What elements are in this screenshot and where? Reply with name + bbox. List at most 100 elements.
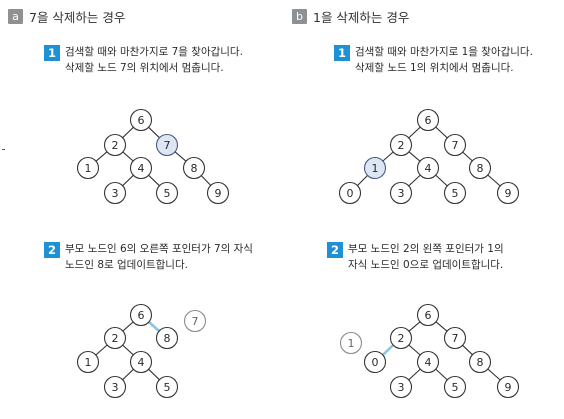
tree-node-b1-n5: 5	[443, 181, 467, 205]
section-b-title: 1을 삭제하는 경우	[313, 10, 410, 25]
edge-b2-n7-n8	[462, 344, 473, 356]
node-circle	[416, 108, 440, 132]
step-a2-line-1: 부모 노드인 6의 오른쪽 포인터가 7의 자식	[65, 243, 253, 255]
node-circle	[129, 156, 153, 180]
edge-b2-n2-n0	[381, 344, 395, 356]
edge-a2-n6-n2	[122, 321, 134, 332]
node-circle	[468, 350, 492, 374]
node-circle	[416, 156, 440, 180]
node-label: 1	[85, 162, 92, 175]
node-label: 4	[425, 162, 432, 175]
edge-b2-n2-n4	[408, 344, 421, 356]
section-a-badge: a	[8, 9, 23, 24]
node-circle	[389, 133, 413, 157]
tree-node-b2-n7: 7	[443, 326, 467, 350]
node-label: 4	[138, 356, 145, 369]
tree-node-b1-n0: 0	[338, 181, 362, 205]
tree-node-b1-n2: 2	[389, 133, 413, 157]
node-circle	[206, 181, 230, 205]
node-circle	[155, 326, 179, 350]
section-a-title: 7을 삭제하는 경우	[29, 10, 126, 25]
tree-node-b2-n3: 3	[389, 375, 413, 399]
node-circle	[182, 156, 206, 180]
node-label: 9	[505, 381, 512, 394]
node-circle	[155, 375, 179, 399]
node-circle	[338, 181, 362, 205]
step-b2-text: 부모 노드인 2의 왼쪽 포인터가 1의 자식 노드인 0으로 업데이트합니다.	[348, 241, 504, 273]
step-a2-text: 부모 노드인 6의 오른쪽 포인터가 7의 자식 노드인 8로 업데이트합니다.	[65, 241, 253, 273]
node-label: 5	[164, 187, 171, 200]
node-circle	[468, 156, 492, 180]
tree-node-b2-n8: 8	[468, 350, 492, 374]
node-label: 3	[112, 381, 119, 394]
node-circle	[129, 303, 153, 327]
tree-node-a2-n7: 7	[183, 309, 207, 333]
step-a2-number: 2	[44, 242, 60, 258]
node-circle	[363, 350, 387, 374]
tree-node-b1-n6: 6	[416, 108, 440, 132]
node-circle	[389, 375, 413, 399]
edge-b1-n2-n1	[382, 151, 394, 162]
tree-node-b1-n3: 3	[389, 181, 413, 205]
node-circle	[76, 156, 100, 180]
section-b-badge: b	[292, 9, 307, 24]
node-circle	[443, 181, 467, 205]
node-circle	[129, 350, 153, 374]
edge-a2-n4-n3	[122, 368, 134, 381]
node-circle	[103, 326, 127, 350]
edge-a2-n4-n5	[148, 368, 160, 381]
node-label: 0	[347, 187, 354, 200]
edge-b2-n6-n2	[408, 321, 421, 332]
node-circle	[103, 181, 127, 205]
section-a-header: a 7을 삭제하는 경우	[8, 7, 125, 26]
node-label: 5	[452, 381, 459, 394]
tree-node-a1-n4: 4	[129, 156, 153, 180]
tree-node-a1-n1: 1	[76, 156, 100, 180]
tree-node-a2-n1: 1	[76, 350, 100, 374]
edge-a2-n2-n4	[122, 344, 134, 356]
tree-node-a2-n4: 4	[129, 350, 153, 374]
node-label: 2	[112, 332, 119, 345]
tree-node-b1-n8: 8	[468, 156, 492, 180]
edge-a1-n2-n4	[122, 151, 134, 162]
node-label: 2	[398, 332, 405, 345]
tree-node-a2-n3: 3	[103, 375, 127, 399]
node-label: 2	[112, 139, 119, 152]
edge-a1-n6-n2	[122, 126, 134, 139]
edge-b1-n6-n7	[435, 126, 448, 139]
edge-b2-n4-n5	[435, 368, 448, 381]
edge-b1-n8-n9	[487, 174, 501, 187]
node-label: 6	[138, 309, 145, 322]
edge-b1-n4-n5	[435, 174, 448, 187]
edge-a1-n7-n8	[174, 151, 187, 162]
node-label: 7	[164, 139, 171, 152]
node-circle	[443, 133, 467, 157]
node-label: 3	[112, 187, 119, 200]
edge-a1-n8-n9	[200, 175, 212, 186]
node-label: 2	[398, 139, 405, 152]
node-label: 8	[191, 162, 198, 175]
tree-node-a2-n2: 2	[103, 326, 127, 350]
tree-node-a1-n2: 2	[103, 133, 127, 157]
edge-b1-n7-n8	[462, 151, 473, 162]
step-a2: 2 부모 노드인 6의 오른쪽 포인터가 7의 자식 노드인 8로 업데이트합니…	[44, 241, 253, 273]
node-circle	[416, 350, 440, 374]
node-label: 8	[477, 162, 484, 175]
tree-node-b1-n4: 4	[416, 156, 440, 180]
node-label: 5	[164, 381, 171, 394]
node-circle	[155, 181, 179, 205]
step-a1: 1 검색할 때와 마찬가지로 7을 찾아갑니다. 삭제할 노드 7의 위치에서 …	[44, 44, 243, 76]
node-label: 3	[398, 381, 405, 394]
node-label: 4	[425, 356, 432, 369]
tree-node-a1-n9: 9	[206, 181, 230, 205]
tree-node-a1-n3: 3	[103, 181, 127, 205]
node-label: 4	[138, 162, 145, 175]
step-b2-line-1: 부모 노드인 2의 왼쪽 포인터가 1의	[348, 243, 504, 255]
step-b1-line-2: 삭제할 노드 1의 위치에서 멈춥니다.	[355, 62, 514, 74]
tree-node-a1-n7: 7	[155, 133, 179, 157]
tree-node-b2-n4: 4	[416, 350, 440, 374]
node-label: 8	[164, 332, 171, 345]
node-circle	[416, 303, 440, 327]
node-circle	[443, 326, 467, 350]
